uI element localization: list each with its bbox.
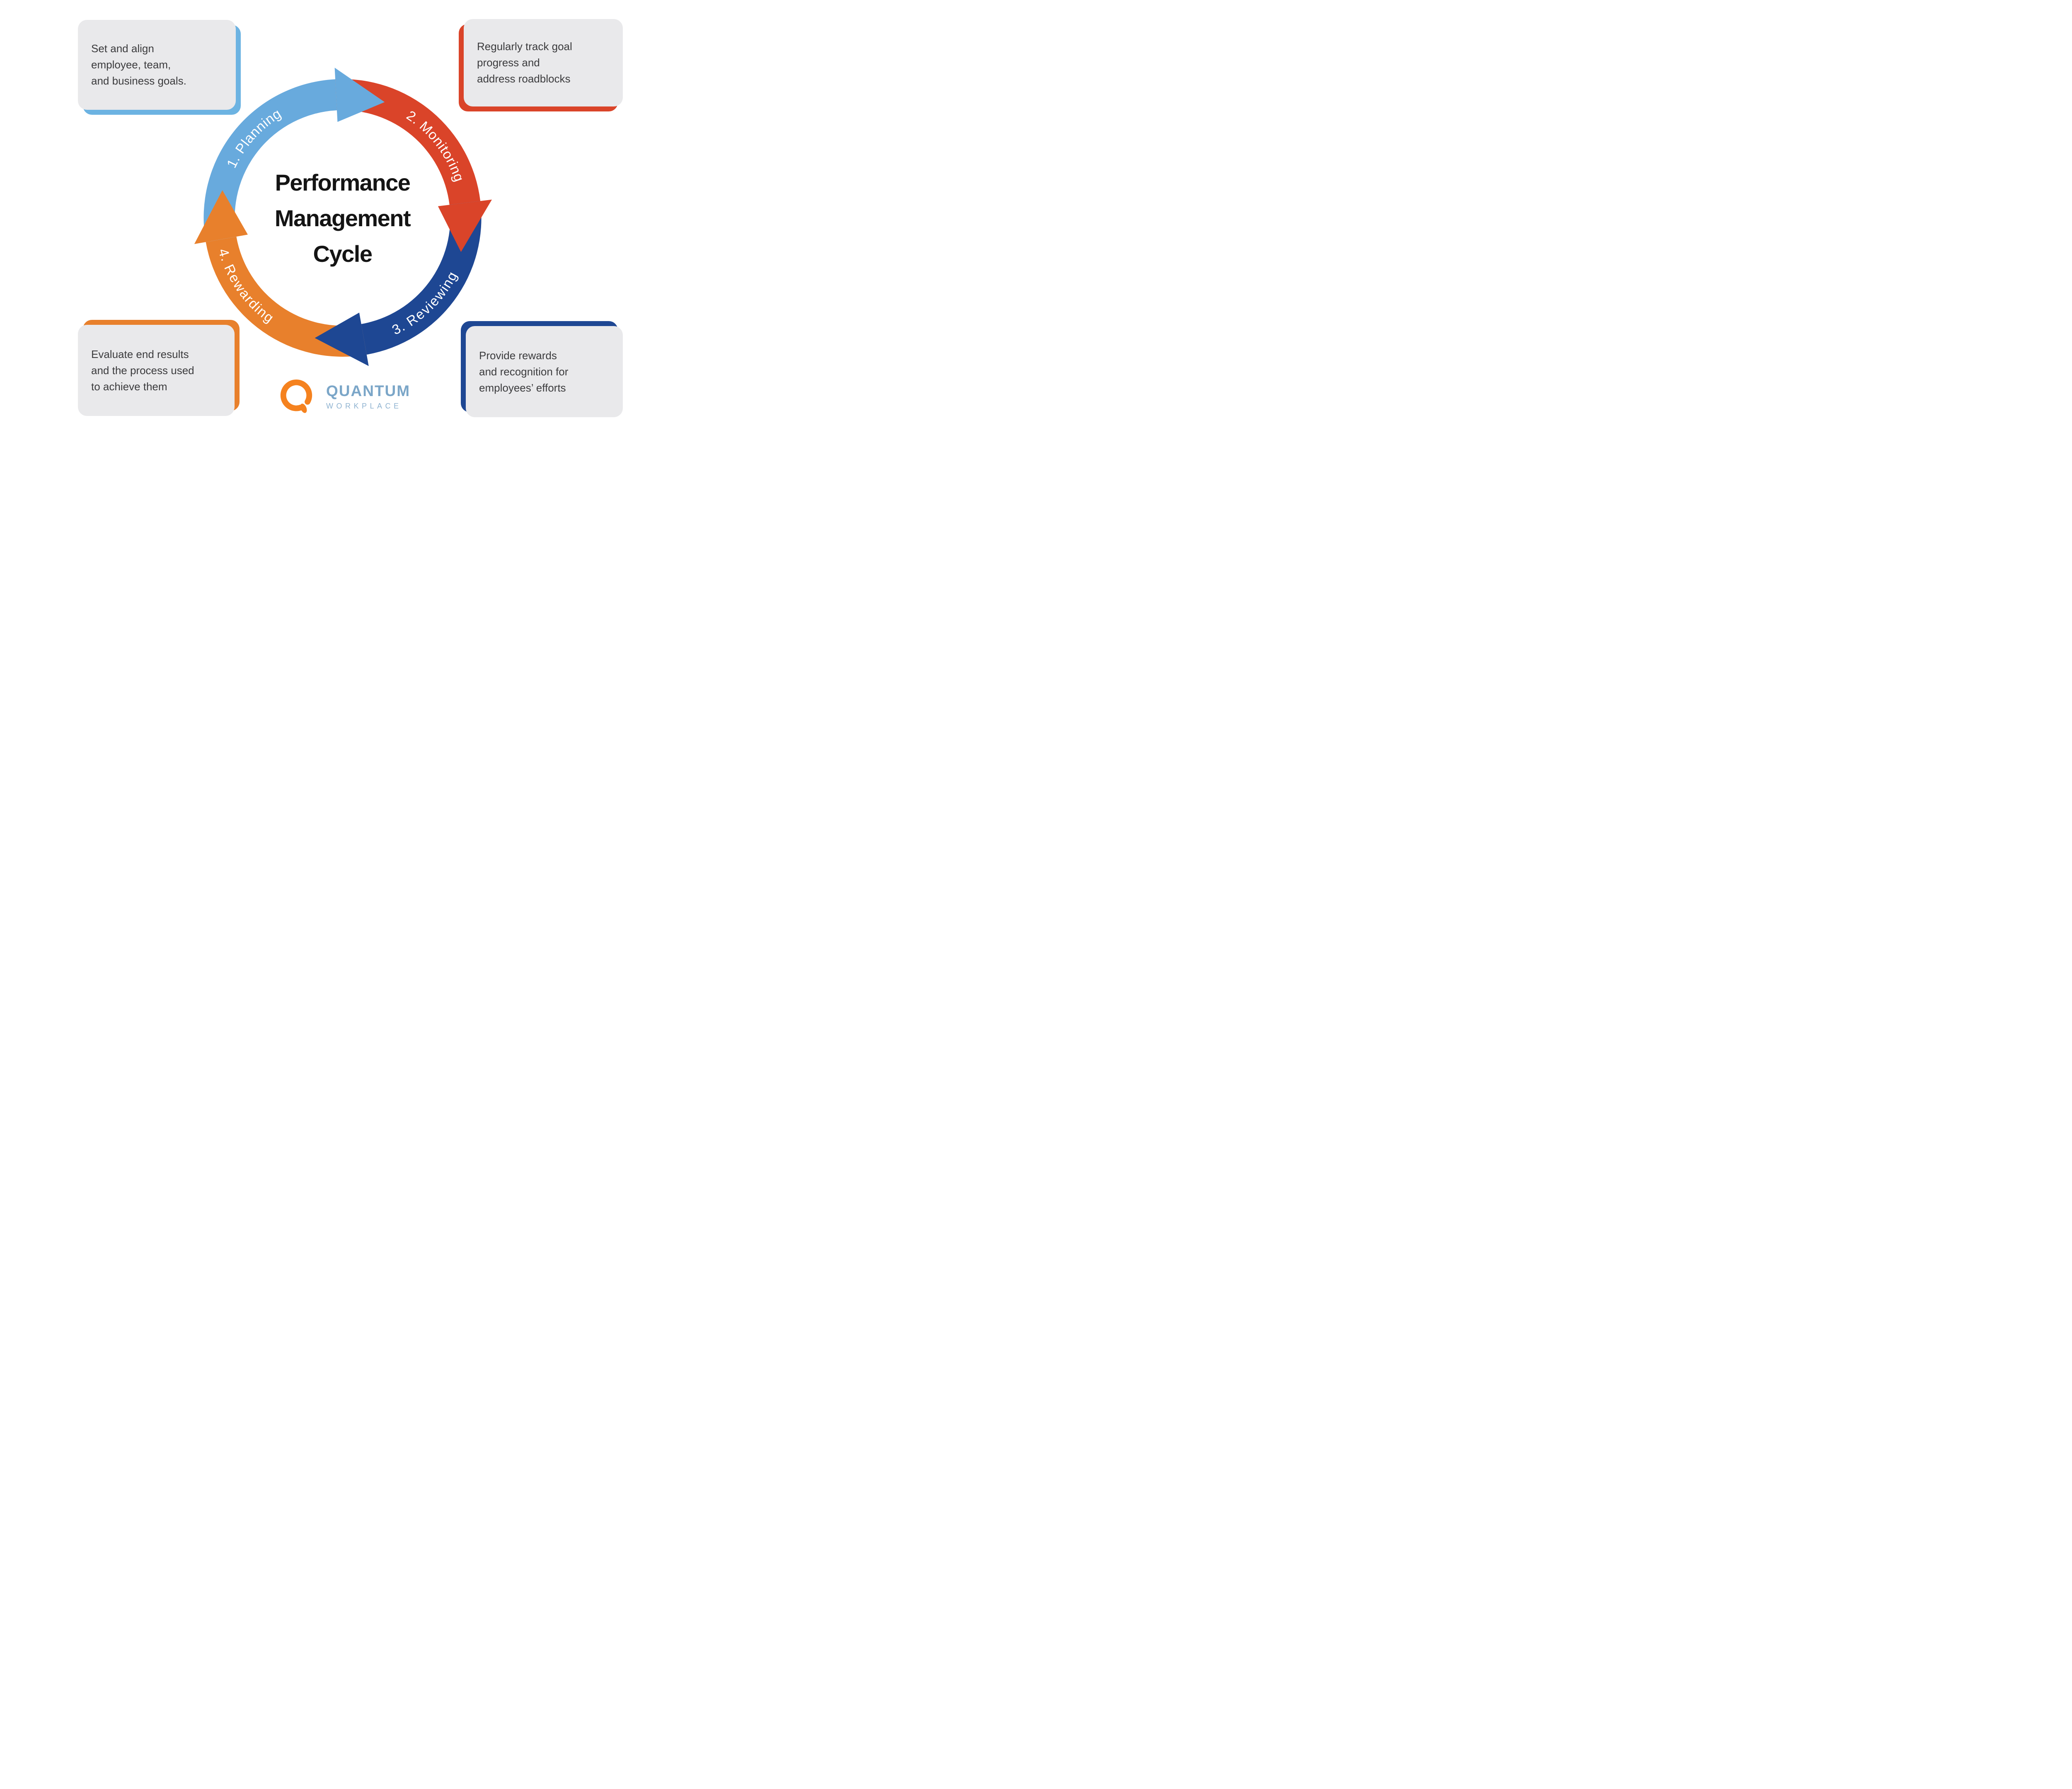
arrowhead-planning-icon	[334, 68, 385, 122]
cycle-diagram: 1. Planning 2. Monitoring 3. Reviewing 4…	[194, 68, 492, 366]
logo-text: QUANTUM WORKPLACE	[326, 383, 410, 410]
callout-planning-body: Set and align employee, team, and busine…	[78, 20, 236, 110]
arrowhead-reviewing-icon	[315, 312, 369, 366]
logo-brand: QUANTUM	[326, 382, 411, 399]
callout-reviewing-text: Evaluate end results and the process use…	[91, 348, 194, 393]
callout-planning: Set and align employee, team, and busine…	[78, 20, 241, 115]
callout-reviewing-body: Evaluate end results and the process use…	[78, 325, 235, 416]
arc-segment-rewarding	[206, 237, 367, 357]
callout-monitoring-text: Regularly track goal progress and addres…	[477, 40, 572, 85]
arrowhead-monitoring-icon	[438, 199, 492, 252]
callout-planning-text: Set and align employee, team, and busine…	[91, 42, 186, 87]
page: 1. Planning 2. Monitoring 3. Reviewing 4…	[0, 0, 688, 447]
arc-segment-reviewing	[361, 201, 482, 355]
callout-monitoring: Regularly track goal progress and addres…	[459, 19, 623, 111]
quantum-workplace-logo: QUANTUM WORKPLACE	[277, 375, 410, 418]
page-title: Performance Management Cycle	[274, 169, 411, 267]
arrowhead-rewarding-icon	[194, 190, 248, 244]
quantum-q-icon	[280, 380, 312, 413]
callout-rewarding: Provide rewards and recognition for empl…	[461, 321, 623, 417]
callout-rewarding-text: Provide rewards and recognition for empl…	[479, 349, 569, 394]
callout-rewarding-body: Provide rewards and recognition for empl…	[466, 326, 623, 417]
logo-subtitle: WORKPLACE	[326, 401, 402, 410]
callout-monitoring-body: Regularly track goal progress and addres…	[464, 19, 623, 106]
arc-segment-monitoring	[335, 79, 481, 205]
callout-reviewing: Evaluate end results and the process use…	[78, 320, 240, 416]
